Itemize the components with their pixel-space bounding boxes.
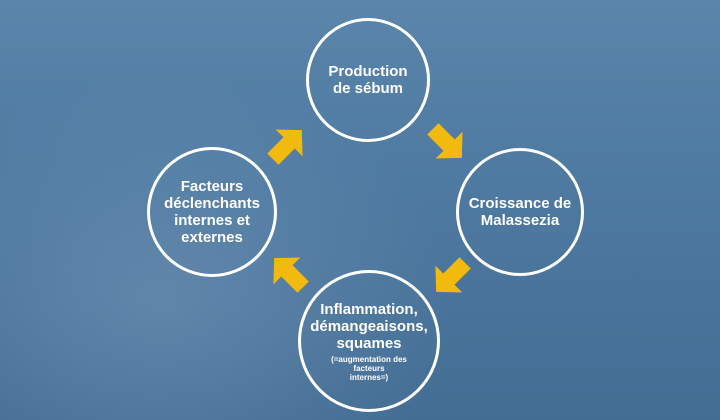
node-note-line: facteurs <box>353 363 385 373</box>
node-label-line: démangeaisons, <box>310 317 428 335</box>
arrow-icon <box>426 252 476 302</box>
node-label-line: squames <box>336 334 402 352</box>
node-label-line: internes et <box>174 212 250 229</box>
arrow-shape <box>267 129 303 165</box>
node-label-line: Croissance de <box>468 195 572 212</box>
node-note-line: internes=) <box>349 372 389 382</box>
node-label-line: Facteurs <box>180 178 244 195</box>
node-note-line: (=augmentation des <box>331 354 407 364</box>
node-label-line: Production <box>328 63 408 80</box>
cycle-node-inflammation: Inflammation, démangeaisons, squames (=a… <box>298 270 440 412</box>
arrow-shape <box>273 257 309 293</box>
node-label-line: de sébum <box>332 80 404 97</box>
cycle-node-triggering-factors: Facteurs déclenchants internes et extern… <box>147 147 277 277</box>
arrow-shape <box>435 257 471 293</box>
arrow-icon <box>262 120 312 170</box>
cycle-node-malassezia-growth: Croissance de Malassezia <box>456 148 584 276</box>
arrow-shape <box>427 123 463 159</box>
node-label-line: Inflammation, <box>320 300 418 318</box>
arrow-icon <box>264 248 314 298</box>
cycle-node-sebum-production: Production de sébum <box>306 18 430 142</box>
node-label-line: déclenchants <box>164 195 260 212</box>
node-note: (=augmentation des facteurs internes=) <box>331 355 407 382</box>
arrow-icon <box>422 118 472 168</box>
node-label-line: Malassezia <box>480 212 560 229</box>
node-label-line: externes <box>181 229 243 246</box>
